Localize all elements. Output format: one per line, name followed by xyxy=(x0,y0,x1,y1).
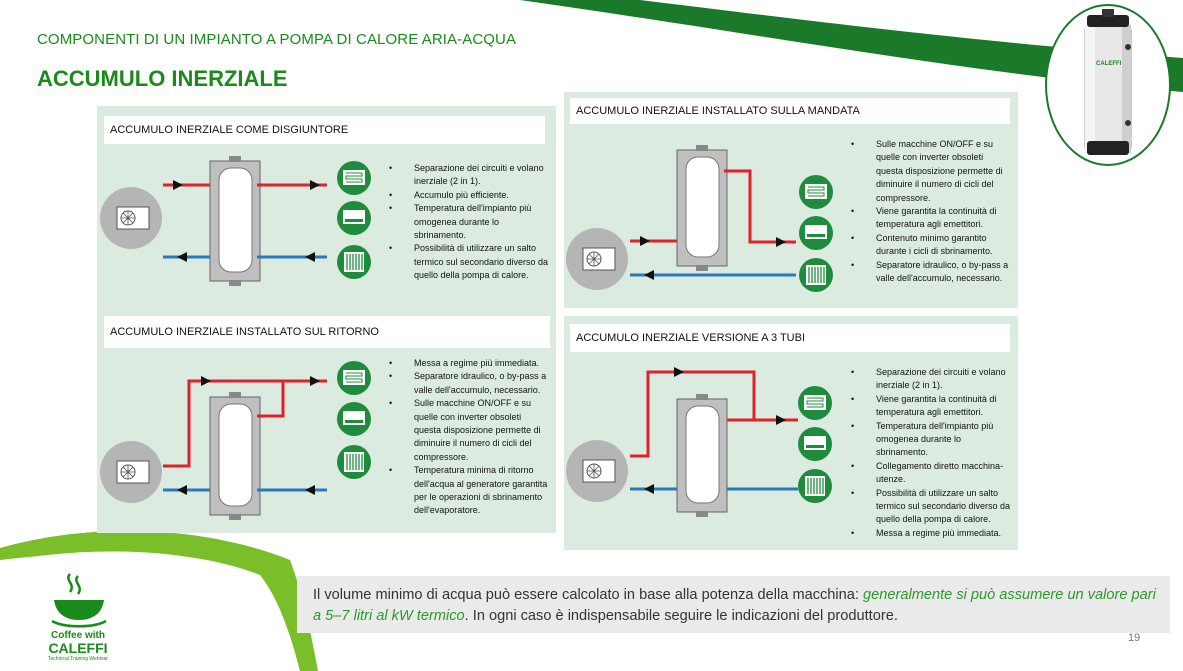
bullet-item: Separazione dei circuiti e volano inerzi… xyxy=(389,162,549,189)
bullet-item: Separatore idraulico, o by-pass a valle … xyxy=(389,370,549,397)
bullet-list: Separazione dei circuiti e volano inerzi… xyxy=(389,162,549,283)
note-box: Il volume minimo di acqua può essere cal… xyxy=(297,576,1170,633)
buffer-tank-product-image: CALEFFI xyxy=(1045,4,1171,166)
bullet-item: Separatore idraulico, o by-pass a valle … xyxy=(851,259,1011,286)
panel-mandata: ACCUMULO INERZIALE INSTALLATO SULLA MAND… xyxy=(564,92,1018,308)
bullet-item: Temperatura minima di ritorno dell'acqua… xyxy=(389,464,549,518)
panel-heading: ACCUMULO INERZIALE INSTALLATO SULLA MAND… xyxy=(570,98,1010,124)
floor-heating-icon xyxy=(337,361,371,395)
radiator-icon xyxy=(799,258,833,292)
note-text: Il volume minimo di acqua può essere cal… xyxy=(313,585,1161,627)
panel-heading: ACCUMULO INERZIALE VERSIONE A 3 TUBI xyxy=(570,324,1010,352)
slide-subtitle: COMPONENTI DI UN IMPIANTO A POMPA DI CAL… xyxy=(37,31,517,48)
heat-pump-icon xyxy=(116,206,150,230)
note-text-start: Il volume minimo di acqua può essere cal… xyxy=(313,587,864,603)
bullet-item: Possibilità di utilizzare un salto termi… xyxy=(389,242,549,282)
coffee-with-caleffi-logo xyxy=(51,573,107,628)
bullet-list: Sulle macchine ON/OFF e su quelle con in… xyxy=(851,138,1011,285)
slide-title: ACCUMULO INERZIALE xyxy=(37,66,288,91)
logo-line-2: CALEFFI xyxy=(48,640,108,656)
floor-heating-icon xyxy=(337,161,371,195)
floor-heating-icon xyxy=(799,175,833,209)
bullet-item: Temperatura dell'impianto più omogenea d… xyxy=(389,202,549,242)
heat-pump-icon xyxy=(582,247,616,271)
panel-heading: ACCUMULO INERZIALE INSTALLATO SUL RITORN… xyxy=(104,316,550,348)
buffer-tank-icon xyxy=(209,156,261,286)
heat-pump-icon xyxy=(582,459,616,483)
schema-mandata xyxy=(566,145,833,292)
bullet-item: Messa a regime più immediata. xyxy=(851,527,1013,541)
buffer-tank-icon xyxy=(209,392,261,520)
radiator-icon xyxy=(798,469,832,503)
bullet-item: Temperatura dell'impianto più omogenea d… xyxy=(851,420,1013,460)
schema-3-tubi xyxy=(566,367,832,517)
fan-coil-icon xyxy=(799,216,833,250)
bullet-item: Messa a regime più immediata. xyxy=(389,357,549,371)
bullet-item: Possibilità di utilizzare un salto termi… xyxy=(851,487,1013,527)
bullet-item: Separazione dei circuiti e volano inerzi… xyxy=(851,366,1013,393)
bullet-item: Sulle macchine ON/OFF e su quelle con in… xyxy=(389,397,549,464)
fan-coil-icon xyxy=(337,402,371,436)
bullet-item: Accumulo più efficiente. xyxy=(389,189,549,203)
panel-3-tubi: ACCUMULO INERZIALE VERSIONE A 3 TUBI Sep… xyxy=(564,316,1018,550)
fan-coil-icon xyxy=(798,427,832,461)
page-number: 19 xyxy=(1128,632,1141,644)
bullet-item: Viene garantita la continuità di tempera… xyxy=(851,393,1013,420)
schema-disgiuntore xyxy=(100,156,371,286)
product-brand: CALEFFI xyxy=(1096,61,1122,67)
buffer-tank-icon xyxy=(676,145,728,271)
panel-heading: ACCUMULO INERZIALE COME DISGIUNTORE xyxy=(104,116,545,144)
radiator-icon xyxy=(337,445,371,479)
logo-line-1: Coffee with xyxy=(51,630,105,641)
note-text-end: . In ogni caso è indispensabile seguire … xyxy=(464,608,898,624)
logo-line-3: Technical Training Webinar xyxy=(48,656,108,662)
bullet-item: Contenuto minimo garantito durante i cic… xyxy=(851,232,1011,259)
panel-ritorno: ACCUMULO INERZIALE INSTALLATO SUL RITORN… xyxy=(97,306,556,533)
bullet-list: Separazione dei circuiti e volano inerzi… xyxy=(851,366,1013,541)
bullet-item: Sulle macchine ON/OFF e su quelle con in… xyxy=(851,138,1011,205)
heat-pump-icon xyxy=(116,460,150,484)
radiator-icon xyxy=(337,245,371,279)
fan-coil-icon xyxy=(337,201,371,235)
schema-ritorno xyxy=(100,361,371,520)
buffer-tank-icon xyxy=(676,394,728,517)
floor-heating-icon xyxy=(798,386,832,420)
panel-disgiuntore: ACCUMULO INERZIALE COME DISGIUNTORE Sepa… xyxy=(97,106,556,306)
bullet-list: Messa a regime più immediata. Separatore… xyxy=(389,357,549,518)
bullet-item: Collegamento diretto macchina-utenze. xyxy=(851,460,1013,487)
bullet-item: Viene garantita la continuità di tempera… xyxy=(851,205,1011,232)
note-highlight: generalmente si può assumere un valore p… xyxy=(313,587,1156,624)
